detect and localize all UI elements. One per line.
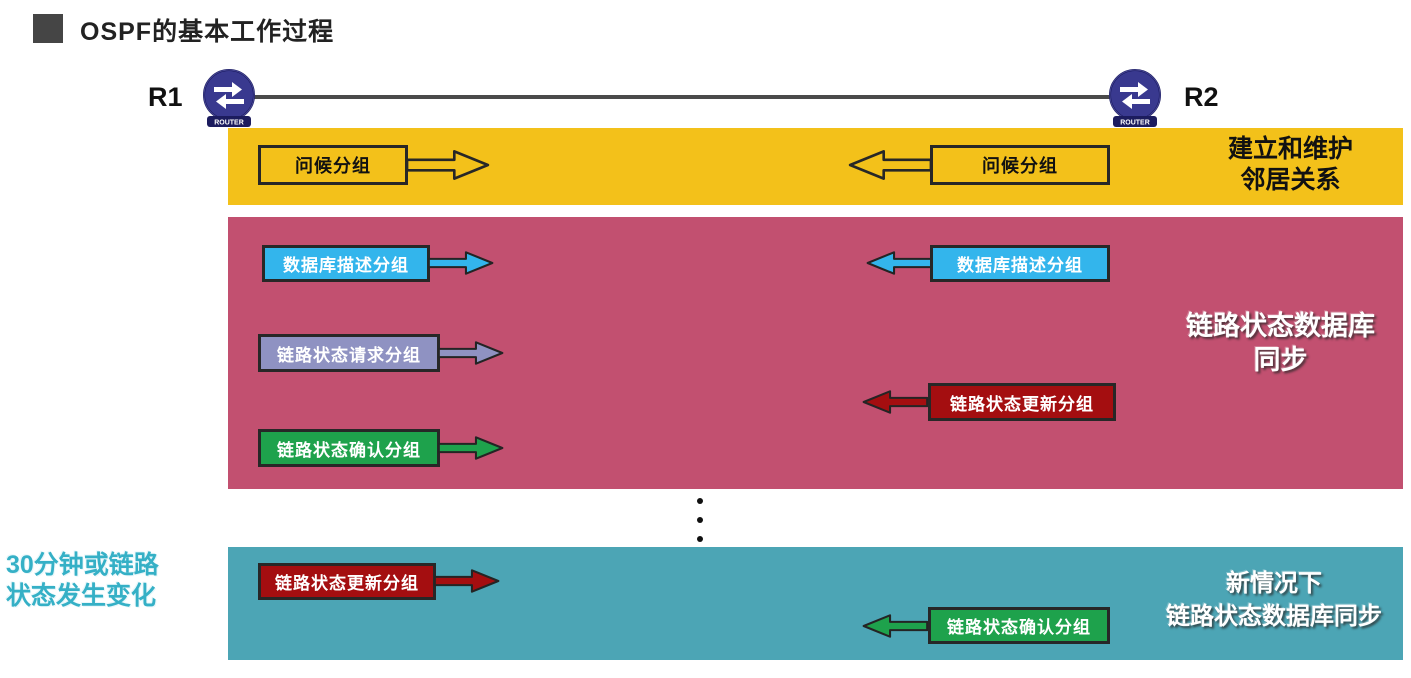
lsack-packet-new: 链路状态确认分组 [928,607,1110,644]
router-r1-label: R1 [148,82,183,112]
arrow-right-icon [406,148,490,182]
router-link-line [232,95,1132,99]
continuation-dots [697,498,703,542]
arrow-left-icon [862,611,928,641]
arrow-right-icon [434,566,500,596]
arrow-right-icon [438,433,504,463]
router-r2-label: R2 [1184,82,1219,112]
hello-packet-right: 问候分组 [930,145,1110,185]
router-icon-caption: ROUTER [1120,120,1150,127]
page-title: OSPF的基本工作过程 [80,18,335,46]
caption-lsdb-sync: 链路状态数据库 同步 [1186,311,1375,375]
router-r2-icon: ROUTER [1106,68,1164,130]
band-lsdb-sync: 数据库描述分组 数据库描述分组 链路状态请求分组 链路状态更新分组 链路状态确认… [228,217,1403,489]
band-neighbor-establish: 问候分组 问候分组 建立和维护 邻居关系 [228,128,1403,205]
caption-new-situation-sync: 新情况下 链路状态数据库同步 [1166,570,1382,630]
arrow-right-icon [428,248,494,278]
band-new-situation-sync: 链路状态更新分组 链路状态确认分组 新情况下 链路状态数据库同步 [228,547,1403,660]
lsu-packet-right: 链路状态更新分组 [928,383,1116,421]
hello-packet-left: 问候分组 [258,145,408,185]
dbd-packet-right: 数据库描述分组 [930,245,1110,282]
arrow-left-icon [848,148,932,182]
arrow-left-icon [866,248,932,278]
trigger-note: 30分钟或链路 状态发生变化 [6,551,159,610]
router-r1-icon: ROUTER [200,68,258,130]
title-bullet [33,14,63,43]
arrow-left-icon [862,387,928,417]
lsr-packet: 链路状态请求分组 [258,334,440,372]
lsack-packet-left: 链路状态确认分组 [258,429,440,467]
arrow-right-icon [438,338,504,368]
lsu-packet-new: 链路状态更新分组 [258,563,436,600]
dbd-packet-left: 数据库描述分组 [262,245,430,282]
caption-neighbor-establish: 建立和维护 邻居关系 [1227,135,1353,194]
router-icon-caption: ROUTER [214,120,244,127]
